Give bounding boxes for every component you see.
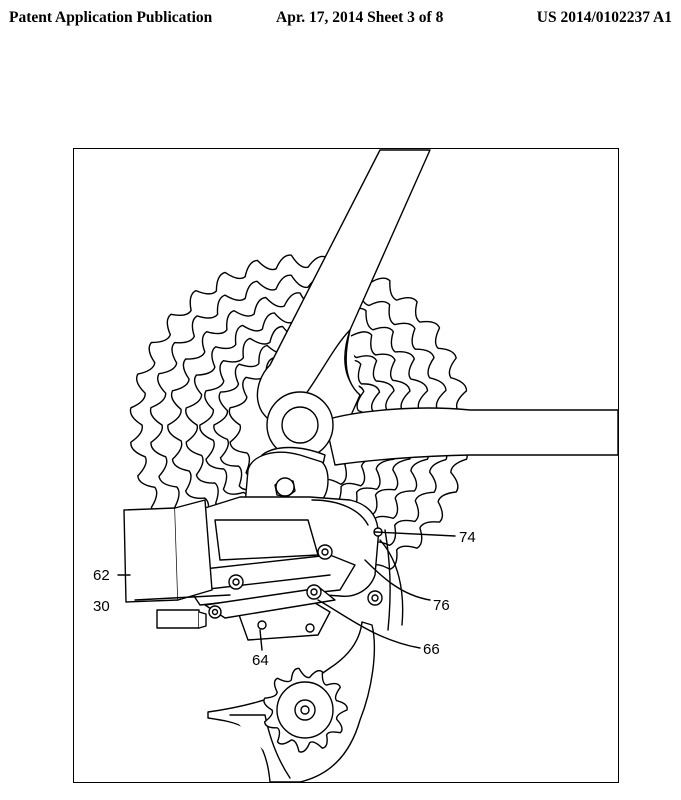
- ref-76: 76: [433, 597, 450, 614]
- ref-62: 62: [93, 567, 110, 584]
- rear-derailleur: [123, 451, 404, 782]
- publication-title: Patent Application Publication: [9, 9, 213, 26]
- figure-frame: [73, 148, 619, 783]
- frame-stays: [256, 149, 618, 466]
- ref-74: 74: [459, 529, 476, 546]
- publication-date-sheet: Apr. 17, 2014 Sheet 3 of 8: [276, 9, 444, 26]
- publication-number: US 2014/0102237 A1: [536, 9, 672, 26]
- ref-30: 30: [93, 598, 110, 615]
- ref-66: 66: [423, 641, 440, 658]
- ref-64: 64: [252, 652, 269, 669]
- leader-lines: [117, 531, 456, 651]
